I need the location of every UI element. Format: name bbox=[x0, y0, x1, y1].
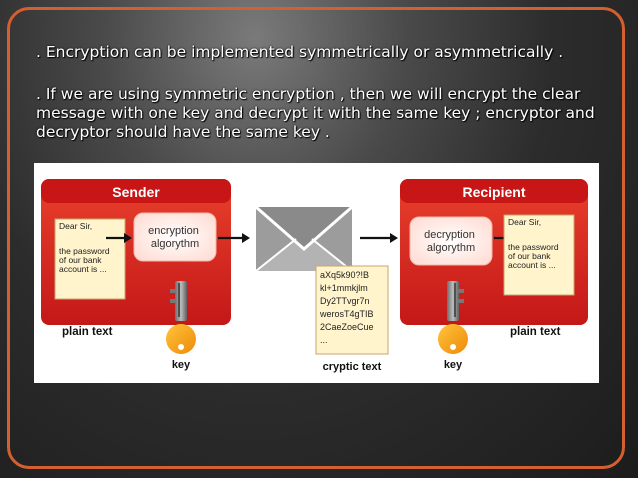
envelope-icon bbox=[255, 205, 353, 272]
sender-letter-line-5: account is ... bbox=[59, 264, 107, 274]
sender-title: Sender bbox=[112, 184, 160, 200]
bullet-2-line-3: decryptor should have the same key . bbox=[36, 123, 330, 141]
recipient-title: Recipient bbox=[462, 184, 525, 200]
cipher-line-1: aXq5k90?!B bbox=[320, 270, 369, 280]
recipient-letter-line-4: of our bank bbox=[508, 251, 551, 261]
bullet-2-line-1: . If we are using symmetric encryption ,… bbox=[36, 85, 581, 103]
decryption-box: decryption algorythm bbox=[409, 216, 493, 266]
svg-text:Dear Sir, the passwo: Dear Sir, the password of our bank accou… bbox=[59, 221, 112, 274]
sender-letter: Dear Sir, the password of our bank accou… bbox=[54, 218, 126, 300]
svg-text:decryption algorythm: decryption algorythm bbox=[424, 229, 478, 254]
sender-letter-line-1: Dear Sir, bbox=[59, 221, 92, 231]
recipient-letter-line-3: the password bbox=[508, 242, 559, 252]
arrow-letter-to-encryption bbox=[106, 233, 132, 243]
arrow-encryption-to-envelope bbox=[218, 233, 250, 243]
sender-key-icon bbox=[166, 281, 196, 354]
encryption-label-2: algorythm bbox=[151, 238, 199, 250]
sender-plain-text-label: plain text bbox=[62, 326, 113, 338]
svg-text:aXq5k90?!B kl+1mmkjl: aXq5k90?!B kl+1mmkjlm Dy2TTvgr7n werosT4… bbox=[319, 270, 376, 345]
decryption-label-1: decryption bbox=[424, 229, 475, 241]
cipher-text-box: aXq5k90?!B kl+1mmkjlm Dy2TTvgr7n werosT4… bbox=[315, 265, 389, 355]
cipher-line-2: kl+1mmkjlm bbox=[320, 283, 368, 293]
svg-text:encryption algorythm: encryption algorythm bbox=[148, 225, 202, 250]
encryption-box: encryption algorythm bbox=[133, 212, 217, 262]
sender-letter-line-3: the password bbox=[59, 246, 110, 256]
recipient-key-icon bbox=[438, 281, 468, 354]
bullet-1: . Encryption can be implemented symmetri… bbox=[36, 43, 564, 61]
cipher-line-5: 2CaeZoeCue bbox=[320, 322, 374, 332]
recipient-letter-line-1: Dear Sir, bbox=[508, 217, 541, 227]
sender-key-label: key bbox=[172, 359, 191, 371]
cryptic-text-label: cryptic text bbox=[323, 361, 382, 373]
slide-frame bbox=[7, 7, 625, 469]
bullet-2-line-2: message with one key and decrypt it with… bbox=[36, 104, 595, 122]
sender-letter-line-4: of our bank bbox=[59, 255, 102, 265]
cipher-line-6: ... bbox=[320, 335, 328, 345]
encryption-label-1: encryption bbox=[148, 225, 199, 237]
arrow-envelope-to-decryption bbox=[360, 233, 398, 243]
decryption-label-2: algorythm bbox=[427, 242, 475, 254]
cipher-line-3: Dy2TTvgr7n bbox=[320, 296, 370, 306]
diagram-svg: Sender Dear Sir, the password of our ban… bbox=[41, 179, 588, 373]
recipient-plain-text-label: plain text bbox=[510, 326, 561, 338]
cipher-line-4: werosT4gTIB bbox=[319, 309, 374, 319]
bullet-2: . If we are using symmetric encryption ,… bbox=[36, 85, 595, 142]
svg-text:Dear Sir, the passwo: Dear Sir, the password of our bank accou… bbox=[508, 217, 561, 270]
recipient-key-label: key bbox=[444, 359, 463, 371]
recipient-letter-line-5: account is ... bbox=[508, 260, 556, 270]
recipient-letter: Dear Sir, the password of our bank accou… bbox=[503, 214, 575, 296]
encryption-diagram: Sender Dear Sir, the password of our ban… bbox=[34, 163, 599, 383]
